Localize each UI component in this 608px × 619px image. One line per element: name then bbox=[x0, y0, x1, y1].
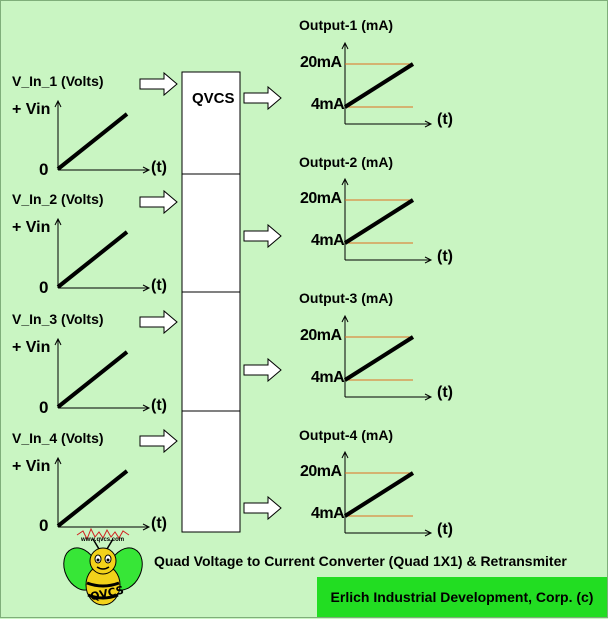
x-axis-arrowhead bbox=[424, 256, 433, 264]
output-1-title: Output-1 (mA) bbox=[299, 17, 394, 33]
x-axis-arrowhead bbox=[142, 523, 151, 531]
qvcs-module-box bbox=[181, 71, 241, 533]
y-axis-arrowhead bbox=[54, 456, 62, 465]
input-3-time-label: (t) bbox=[151, 397, 167, 414]
input-arrow-2 bbox=[139, 189, 178, 215]
input-arrow-1 bbox=[139, 71, 178, 97]
input-1-label: V_In_1 (Volts) bbox=[12, 73, 104, 89]
output-1-ramp-line bbox=[343, 62, 415, 109]
input-3-graph bbox=[54, 337, 151, 412]
output-4-time-label: (t) bbox=[437, 521, 453, 538]
output-2-graph bbox=[341, 177, 433, 264]
input-2-time-label: (t) bbox=[151, 277, 167, 294]
company-banner: Erlich Industrial Development, Corp. (c) bbox=[317, 577, 607, 617]
logo-web-text: www.qvcs.com bbox=[81, 537, 125, 543]
input-1-graph bbox=[54, 99, 151, 174]
input-4-zero-label: 0 bbox=[39, 516, 49, 535]
output-3-ramp-line bbox=[343, 335, 415, 382]
input-4-time-label: (t) bbox=[151, 515, 167, 532]
qvcs-bee-logo bbox=[63, 527, 143, 606]
input-1-ramp-line bbox=[56, 112, 129, 171]
y-axis-arrowhead bbox=[54, 99, 62, 108]
input-1-time-label: (t) bbox=[151, 159, 167, 176]
output-2-low-label: 4mA bbox=[311, 232, 345, 249]
output-arrow-4 bbox=[243, 495, 282, 521]
output-arrows bbox=[243, 85, 282, 521]
output-4-title: Output-4 (mA) bbox=[299, 427, 394, 443]
y-axis-arrowhead bbox=[341, 177, 349, 186]
output-arrow-3 bbox=[243, 357, 282, 383]
input-arrow-4 bbox=[139, 428, 178, 454]
output-2-title: Output-2 (mA) bbox=[299, 154, 394, 170]
input-arrows bbox=[139, 71, 178, 454]
input-2-zero-label: 0 bbox=[39, 278, 49, 297]
y-axis-arrowhead bbox=[341, 41, 349, 50]
y-axis-arrowhead bbox=[54, 217, 62, 226]
input-2-label: V_In_2 (Volts) bbox=[12, 191, 104, 207]
output-4-ramp-line bbox=[343, 471, 415, 518]
input-4-ramp-line bbox=[56, 469, 129, 528]
x-axis-arrowhead bbox=[142, 166, 151, 174]
input-3-zero-label: 0 bbox=[39, 398, 49, 417]
output-3-title: Output-3 (mA) bbox=[299, 290, 394, 306]
y-axis-arrowhead bbox=[341, 314, 349, 323]
output-1-time-label: (t) bbox=[437, 111, 453, 128]
output-3-time-label: (t) bbox=[437, 384, 453, 401]
diagram-caption: Quad Voltage to Current Converter (Quad … bbox=[154, 553, 567, 569]
input-3-ramp-line bbox=[56, 350, 129, 409]
output-3-low-label: 4mA bbox=[311, 369, 345, 386]
input-4-vin-label: + Vin bbox=[12, 458, 51, 475]
output-4-low-label: 4mA bbox=[311, 505, 345, 522]
input-4-label: V_In_4 (Volts) bbox=[12, 430, 104, 446]
company-name: Erlich Industrial Development, Corp. (c) bbox=[330, 589, 594, 605]
input-3-vin-label: + Vin bbox=[12, 339, 51, 356]
output-2-time-label: (t) bbox=[437, 248, 453, 265]
input-4-graph bbox=[54, 456, 151, 531]
input-2-ramp-line bbox=[56, 230, 129, 289]
output-2-ramp-line bbox=[343, 198, 415, 245]
x-axis-arrowhead bbox=[424, 529, 433, 537]
x-axis-arrowhead bbox=[142, 284, 151, 292]
output-1-high-label: 20mA bbox=[300, 54, 342, 71]
output-graphs bbox=[341, 41, 433, 537]
input-2-graph bbox=[54, 217, 151, 292]
output-3-graph bbox=[341, 314, 433, 401]
qvcs-module-label: QVCS bbox=[192, 90, 235, 107]
input-2-vin-label: + Vin bbox=[12, 219, 51, 236]
input-3-label: V_In_3 (Volts) bbox=[12, 311, 104, 327]
y-axis-arrowhead bbox=[341, 450, 349, 459]
output-arrow-1 bbox=[243, 85, 282, 111]
input-1-zero-label: 0 bbox=[39, 160, 49, 179]
output-1-low-label: 4mA bbox=[311, 96, 345, 113]
output-4-graph bbox=[341, 450, 433, 537]
x-axis-arrowhead bbox=[424, 393, 433, 401]
input-graphs bbox=[54, 99, 151, 531]
input-arrow-3 bbox=[139, 309, 178, 335]
output-2-high-label: 20mA bbox=[300, 190, 342, 207]
x-axis-arrowhead bbox=[142, 404, 151, 412]
output-arrow-2 bbox=[243, 223, 282, 249]
output-3-high-label: 20mA bbox=[300, 327, 342, 344]
output-4-high-label: 20mA bbox=[300, 463, 342, 480]
output-1-graph bbox=[341, 41, 433, 128]
input-1-vin-label: + Vin bbox=[12, 101, 51, 118]
x-axis-arrowhead bbox=[424, 120, 433, 128]
y-axis-arrowhead bbox=[54, 337, 62, 346]
